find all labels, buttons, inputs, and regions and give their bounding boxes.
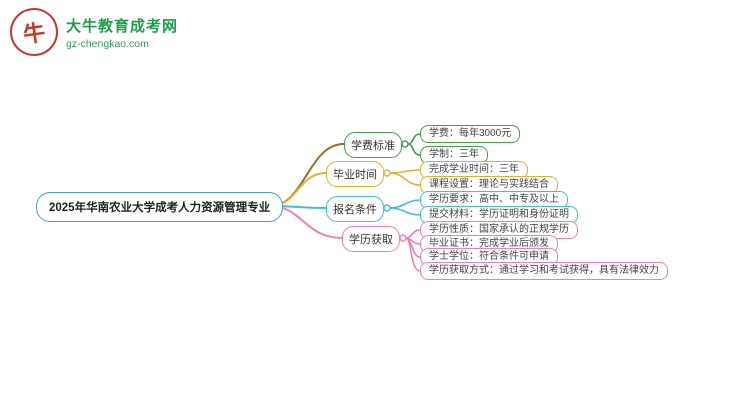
link-branch3-leaf2 — [389, 207, 421, 216]
branch-tuition-standard: 学费标准 — [344, 132, 402, 158]
leaf-acquisition-method: 学历获取方式：通过学习和考试获得，具有法律效力 — [420, 262, 668, 280]
link-branch2-leaf1 — [389, 169, 421, 174]
logo-url: gz-chengkao.com — [66, 37, 149, 50]
branch-degree-acquisition: 学历获取 — [342, 226, 400, 252]
branch1-connector-dot — [401, 140, 409, 148]
branch2-connector-dot — [383, 169, 391, 177]
link-branch2-leaf2 — [389, 172, 421, 186]
leaf-tuition-fee: 学费：每年3000元 — [420, 125, 521, 143]
cow-seal-glyph: 牛 — [21, 19, 47, 48]
link-branch3-leaf1 — [389, 199, 421, 209]
link-branch4-leaf1 — [405, 229, 421, 239]
link-branch1-leaf1 — [407, 133, 421, 145]
branch3-connector-dot — [383, 204, 391, 212]
branch-graduation-time: 毕业时间 — [326, 161, 384, 187]
branch-entry-requirements: 报名条件 — [326, 196, 384, 222]
cow-seal-icon: 牛 — [6, 4, 62, 60]
root-node: 2025年华南农业大学成考人力资源管理专业 — [36, 192, 284, 222]
link-branch1-leaf2 — [407, 143, 421, 156]
logo-title: 大牛教育成考网 — [66, 17, 179, 35]
link-branch4-leaf4 — [405, 237, 421, 272]
site-logo: 牛 大牛教育成考网 gz-chengkao.com — [6, 4, 178, 60]
branch4-connector-dot — [399, 234, 407, 242]
logo-text: 大牛教育成考网 gz-chengkao.com — [66, 15, 178, 50]
